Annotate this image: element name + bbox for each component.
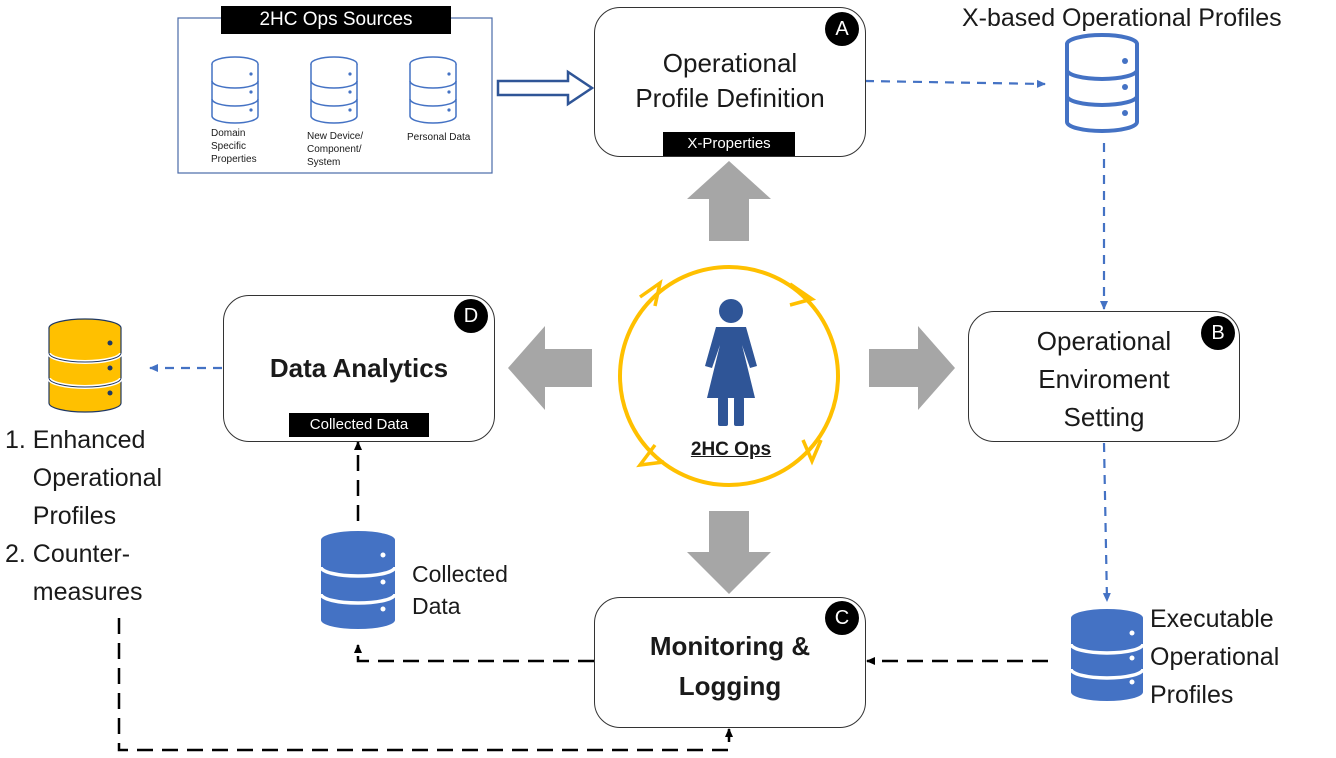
source-label-personal: Personal Data [407, 132, 471, 143]
sources-title: 2HC Ops Sources [221, 6, 451, 34]
center-to-d-arrow [508, 326, 592, 410]
c-to-collected-arrow [354, 644, 594, 663]
a-to-xprofiles-arrow [864, 79, 1046, 88]
node-a-tag: X-Properties [663, 132, 795, 156]
node-d-badge: D [454, 299, 488, 333]
executable-db-icon [1069, 609, 1145, 701]
node-c-badge: C [825, 601, 859, 635]
sources-to-a-arrow [496, 69, 595, 107]
source-label-domain: Domain Specific Properties [211, 128, 257, 165]
center-label: 2HC Ops [690, 439, 772, 460]
xbased-profiles-label: X-based Operational Profiles [962, 4, 1282, 32]
node-d-title: Data Analytics [269, 353, 449, 383]
node-b-environment-setting[interactable]: Operational Enviroment Setting [968, 311, 1240, 442]
source-db-icon-domain [211, 56, 259, 124]
node-d-tag: Collected Data [289, 413, 429, 437]
center-to-a-arrow [687, 161, 771, 241]
node-d-data-analytics[interactable]: Data Analytics Collected Data [223, 295, 495, 442]
executable-profiles-label: Executable Operational Profiles [1150, 605, 1280, 709]
center-to-c-arrow [687, 511, 771, 594]
source-db-icon-device [310, 56, 358, 124]
outputs-db-icon [47, 318, 123, 413]
outputs-to-c-arrow [117, 618, 733, 752]
cycle-arrowhead-top-right [789, 282, 817, 307]
node-c-title: Monitoring & Logging [649, 631, 811, 701]
collected-data-label: Collected Data [412, 561, 508, 619]
node-a-badge: A [825, 12, 859, 46]
cycle-arrowhead-top-left [638, 279, 663, 307]
cycle-arrowhead-bottom-right [801, 439, 823, 466]
person-icon [705, 299, 757, 426]
ops-cycle-ring [618, 265, 840, 487]
source-db-icon-personal [409, 56, 457, 124]
collected-db-icon [319, 531, 397, 629]
cycle-arrowhead-bottom-left [636, 443, 665, 468]
node-b-title: Operational Enviroment Setting [1036, 326, 1172, 432]
outputs-label: 1. Enhanced Operational Profiles 2. Coun… [5, 426, 163, 606]
b-to-executable-arrow [1102, 442, 1111, 602]
node-b-badge: B [1201, 316, 1235, 350]
node-a-profile-definition[interactable]: Operational Profile Definition X-Propert… [594, 7, 866, 157]
center-to-b-arrow [869, 326, 955, 410]
node-a-title: Operational Profile Definition [635, 48, 825, 113]
xbased-db-icon [1065, 33, 1139, 133]
node-c-monitoring-logging[interactable]: Monitoring & Logging [594, 597, 866, 728]
source-label-device: New Device/ Component/ System [307, 131, 364, 168]
